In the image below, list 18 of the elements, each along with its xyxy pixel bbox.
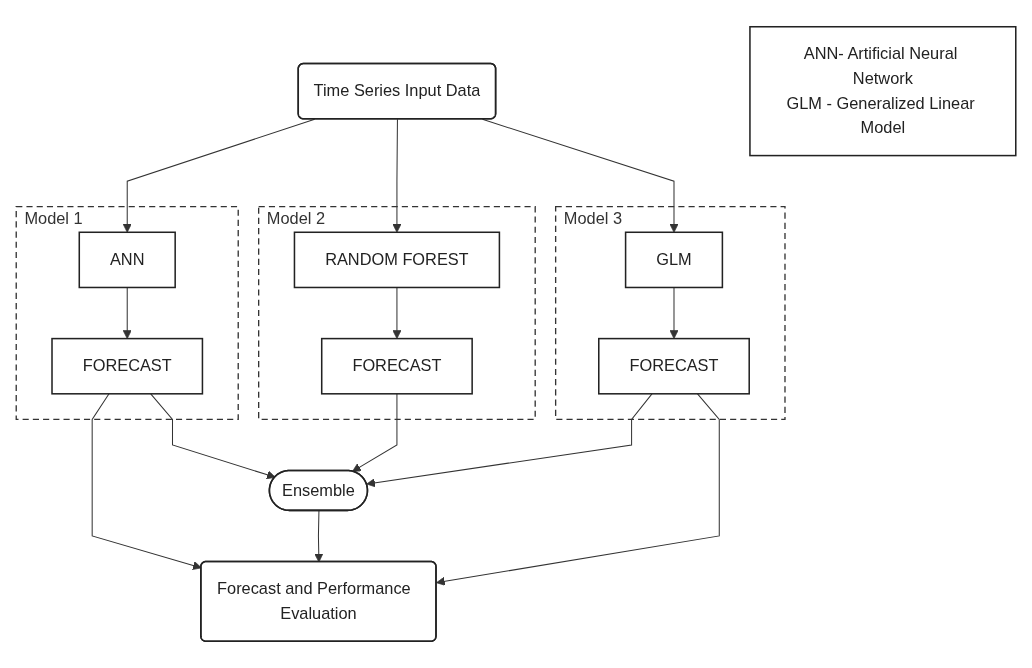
arrow: [91, 393, 202, 570]
arrow: [392, 118, 402, 233]
node-box: GLM: [624, 231, 724, 289]
node-box: ANN: [78, 231, 176, 289]
arrow: [669, 286, 679, 339]
arrow: [392, 286, 402, 339]
arrow: [122, 286, 132, 339]
arrow: [314, 510, 324, 563]
arrow: [436, 393, 720, 586]
node-box: FORECAST: [51, 337, 204, 395]
arrow: [366, 393, 653, 488]
node-box: FORECAST: [598, 337, 750, 395]
node-box: FORECAST: [320, 337, 473, 395]
arrow: [150, 393, 276, 480]
node-box: ANN- Artificial Neural Network GLM - Generalized Linear Model: [749, 26, 1017, 157]
node-box: RANDOM FOREST: [293, 231, 501, 289]
arrow: [352, 393, 398, 472]
arrow: [122, 118, 316, 233]
